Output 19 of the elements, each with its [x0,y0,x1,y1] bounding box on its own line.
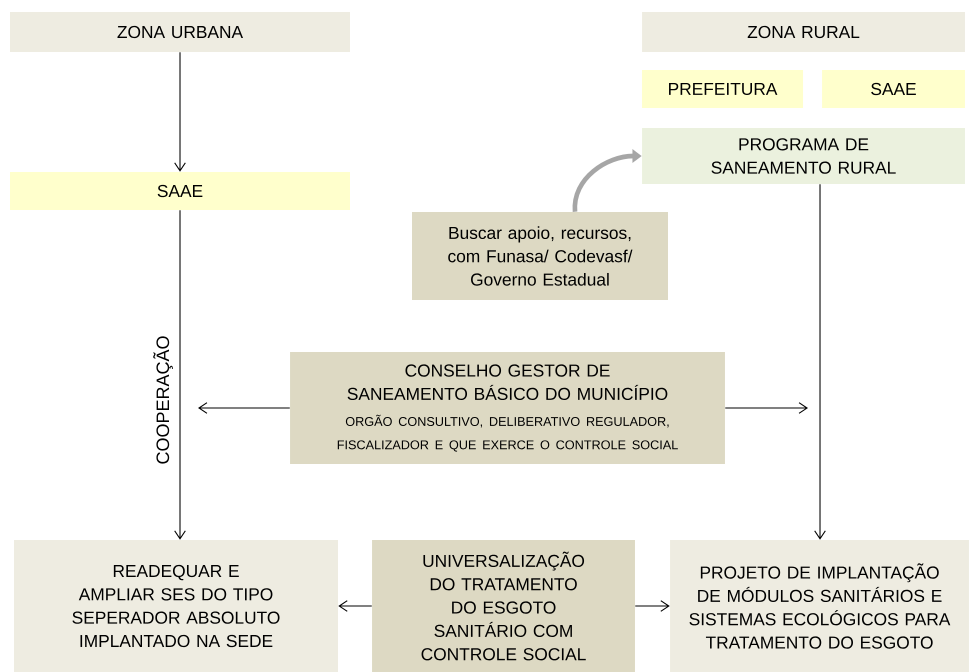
arrow [174,210,186,540]
action-box: READEQUAR E AMPLIAR SES DO TIPO SEPERADOR ABSOLUTO IMPLANTADO NA SEDE [14,540,338,672]
arrow [338,600,372,612]
zone-band: ZONA RURAL [642,12,965,52]
arrow [198,402,290,414]
note-box: Buscar apoio, recursos, com Funasa/ Codevasf/ Governo Estadual [412,212,668,300]
goal-box: UNIVERSALIZAÇÃO DO TRATAMENTO DO ESGOTO SANITÁRIO COM CONTROLE SOCIAL [372,540,635,672]
council-box: CONSELHO GESTOR DE SANEAMENTO BÁSICO DO MUNICÍPIO ORGÃO CONSULTIVO, DELIBERATIVO REGULADOR, FISCALIZADOR E QUE EXERCE O CONTROLE SOCIAL [290,352,725,464]
action-box: PROJETO DE IMPLANTAÇÃO DE MÓDULOS SANITÁRIOS E SISTEMAS ECOLÓGICOS PARA TRATAMENTO DO ESGOTO [670,540,969,672]
program-box: PROGRAMA DE SANEAMENTO RURAL [642,128,965,184]
arrow [814,184,826,540]
arrow [174,52,186,172]
entity-box: SAAE [10,172,350,210]
edge-label: COOPERAÇÃO [152,334,174,466]
arrow [635,600,670,612]
arrow [725,402,808,414]
entity-box: SAAE [822,70,965,108]
zone-band: ZONA URBANA [10,12,350,52]
entity-box: PREFEITURA [642,70,804,108]
